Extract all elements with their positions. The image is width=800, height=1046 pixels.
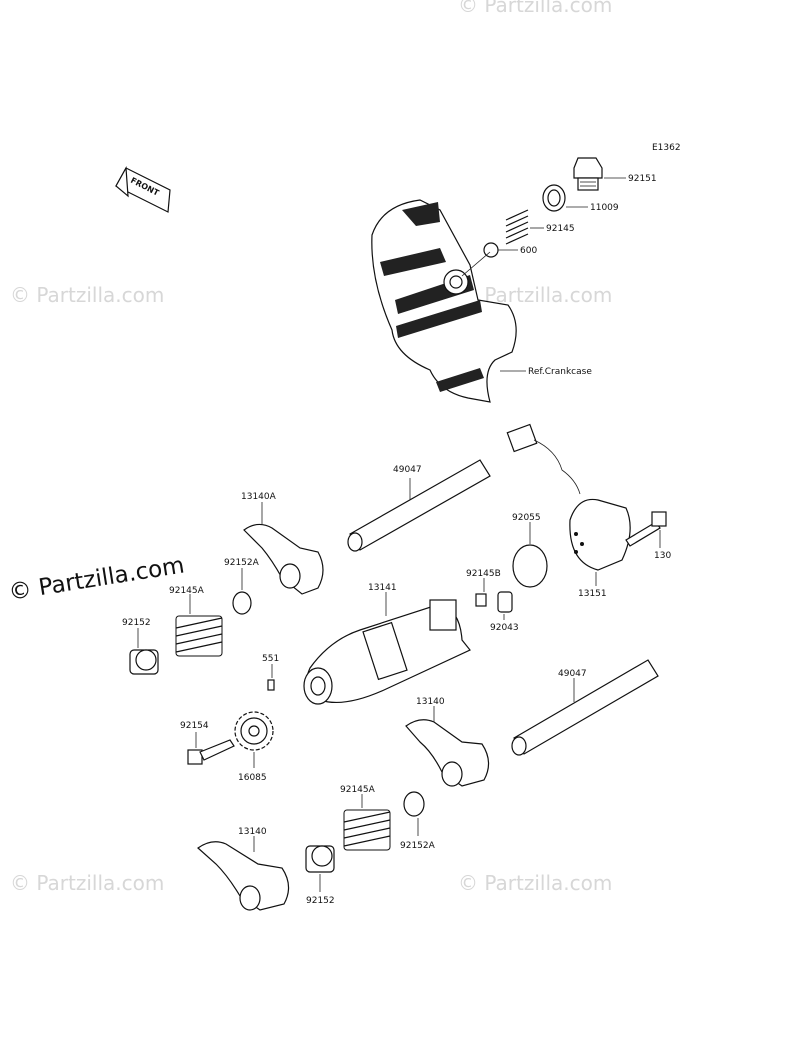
label-13141: 13141 (368, 583, 397, 593)
label-ref-crankcase: Ref.Crankcase (528, 367, 592, 377)
spring-top-icon (505, 209, 529, 245)
watermark-top-left: © Partzilla.com (10, 283, 164, 307)
gear-position-sensor-icon (506, 423, 631, 571)
spring-92145A-top-icon (175, 615, 223, 657)
label-49047-top: 49047 (393, 465, 422, 475)
shift-fork-top-icon (243, 523, 324, 595)
label-13151: 13151 (578, 589, 607, 599)
front-arrow-icon: FRONT (115, 165, 171, 213)
o-ring-icon (512, 544, 548, 588)
collar-92152-top-icon (129, 649, 159, 675)
label-92055: 92055 (512, 513, 541, 523)
label-13140-bottom: 13140 (238, 827, 267, 837)
pin-92043-icon (497, 591, 513, 613)
shift-drum-icon (303, 599, 471, 705)
spring-92145B-icon (475, 593, 487, 607)
label-92151: 92151 (628, 174, 657, 184)
watermark-bottom-left: © Partzilla.com (10, 871, 164, 895)
bolt-130-icon (625, 511, 667, 547)
label-92152-top: 92152 (122, 618, 151, 628)
label-92152-bottom: 92152 (306, 896, 335, 906)
shift-fork-middle-icon (405, 719, 490, 787)
label-11009: 11009 (590, 203, 619, 213)
label-49047-bottom: 49047 (558, 669, 587, 679)
label-551: 551 (262, 654, 279, 664)
shift-rod-bottom-icon (511, 659, 659, 756)
label-13140-middle: 13140 (416, 697, 445, 707)
label-13140A: 13140A (241, 492, 277, 502)
watermark-main: © Partzilla.com (7, 552, 186, 605)
shift-rod-top-icon (347, 459, 491, 552)
collar-92152A-bottom-icon (403, 791, 425, 817)
label-92145A-bottom: 92145A (340, 785, 376, 795)
pin-551-icon (267, 679, 275, 691)
label-92043: 92043 (490, 623, 519, 633)
bolt-92154-icon (187, 739, 235, 765)
collar-92152-bottom-icon (305, 845, 335, 873)
watermark-top-edge: © Partzilla.com (458, 0, 612, 17)
crankcase-icon (371, 199, 517, 403)
label-130: 130 (654, 551, 671, 561)
label-16085: 16085 (238, 773, 267, 783)
label-600: 600 (520, 246, 537, 256)
collar-92152A-top-icon (232, 591, 252, 615)
label-92152A-top: 92152A (224, 558, 260, 568)
label-92152A-bottom: 92152A (400, 841, 436, 851)
shift-fork-bottom-icon (197, 841, 290, 911)
gear-16085-icon (234, 711, 274, 751)
spring-92145A-bottom-icon (343, 809, 391, 851)
label-92145B: 92145B (466, 569, 501, 579)
label-92145-top: 92145 (546, 224, 575, 234)
label-92154: 92154 (180, 721, 209, 731)
watermark-bottom-right: © Partzilla.com (458, 871, 612, 895)
diagram-code: E1362 (652, 143, 681, 153)
plug-bolt-icon (573, 157, 603, 191)
label-92145A-top: 92145A (169, 586, 205, 596)
